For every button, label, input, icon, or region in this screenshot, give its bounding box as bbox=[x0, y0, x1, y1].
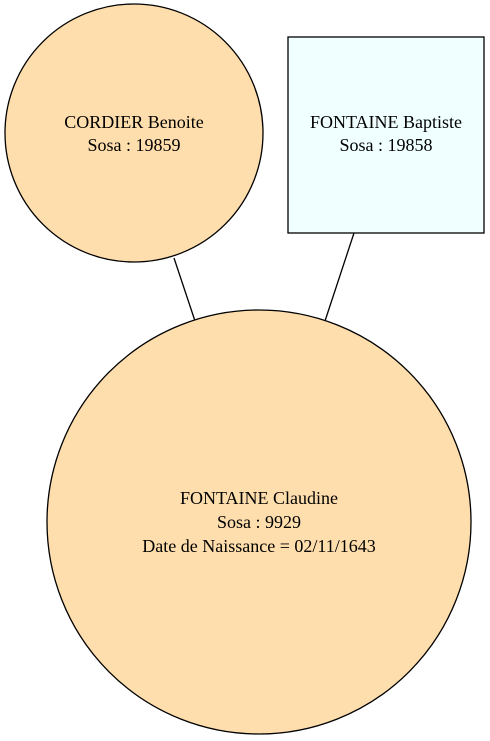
node-subject-sosa: Sosa : 9929 bbox=[217, 512, 301, 532]
node-mother[interactable]: CORDIER Benoite Sosa : 19859 bbox=[4, 3, 264, 263]
node-subject[interactable]: FONTAINE Claudine Sosa : 9929 Date de Na… bbox=[46, 309, 472, 735]
node-mother-sosa: Sosa : 19859 bbox=[87, 135, 180, 155]
edge-mother-to-subject bbox=[173, 257, 196, 322]
node-father[interactable]: FONTAINE Baptiste Sosa : 19858 bbox=[287, 36, 485, 234]
node-mother-name: CORDIER Benoite bbox=[64, 112, 204, 132]
node-mother-shape bbox=[4, 3, 264, 263]
node-subject-name: FONTAINE Claudine bbox=[180, 488, 338, 508]
edge-father-to-subject bbox=[324, 232, 355, 322]
node-subject-birth: Date de Naissance = 02/11/1643 bbox=[142, 536, 375, 556]
node-subject-shape bbox=[46, 309, 472, 735]
node-father-shape bbox=[287, 36, 485, 234]
node-father-name: FONTAINE Baptiste bbox=[310, 112, 462, 132]
node-father-sosa: Sosa : 19858 bbox=[339, 135, 432, 155]
